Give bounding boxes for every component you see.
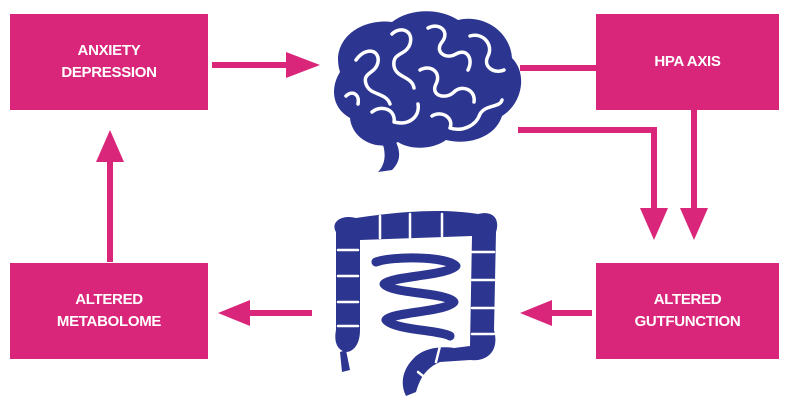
brain-icon [334, 11, 521, 172]
arrow-anxiety-to-brain [212, 52, 320, 78]
intestine-icon [334, 211, 497, 396]
arrow-intestine-to-metabolome [218, 300, 312, 326]
arrow-brain-to-gut [518, 130, 668, 240]
arrow-hpa-to-gut [680, 110, 708, 240]
arrow-gut-to-intestine [520, 300, 592, 326]
arrow-metabolome-to-anxiety [96, 130, 124, 262]
